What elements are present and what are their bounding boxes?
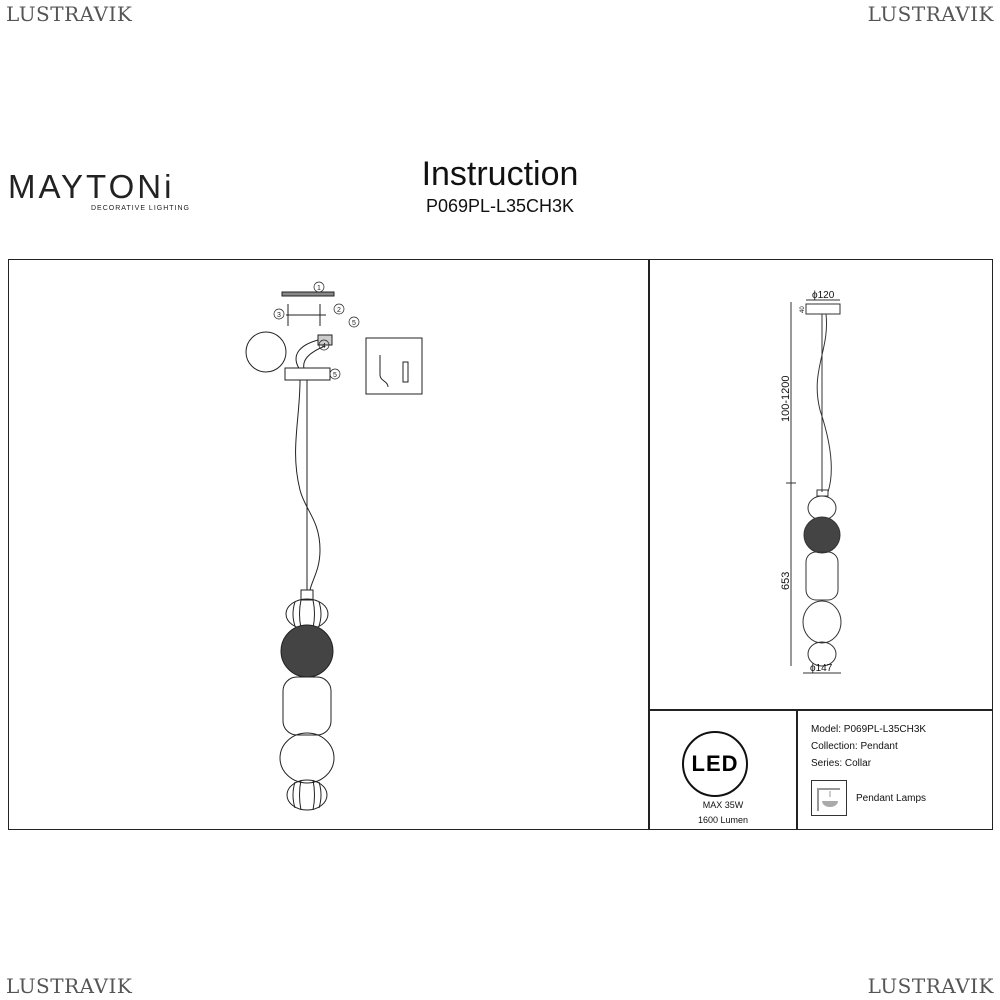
- spec-type: Pendant Lamps: [856, 793, 927, 804]
- ceiling: [281, 291, 335, 297]
- canopy-height: 40: [800, 306, 806, 313]
- led-power: MAX 35W: [702, 800, 744, 810]
- page-title: Instruction: [421, 155, 579, 193]
- step-1: 1: [317, 285, 321, 292]
- watermark-top-left: LUSTRAVIK: [6, 2, 133, 26]
- cord-length: 100-1200: [780, 376, 792, 423]
- divider: [648, 709, 992, 711]
- body-diameter: ϕ147: [810, 663, 833, 674]
- pendant-lamp-icon: [811, 780, 847, 816]
- watermark-bottom-right: LUSTRAVIK: [867, 974, 994, 998]
- brand-logo: MAYTONi: [8, 168, 175, 205]
- spec-collection: Collection: Pendant: [811, 741, 898, 752]
- led-badge: LED: [682, 731, 748, 797]
- svg-text:5: 5: [352, 320, 356, 327]
- spec-series: Series: Collar: [811, 758, 872, 769]
- spec-model: Model: P069PL-L35CH3K: [811, 724, 927, 735]
- svg-text:5: 5: [333, 372, 337, 379]
- led-lumen: 1600 Lumen: [697, 815, 749, 825]
- svg-text:4: 4: [322, 343, 326, 350]
- canopy-diameter: ϕ120: [812, 290, 835, 301]
- brand-tagline: DECORATIVE LIGHTING: [91, 205, 190, 212]
- divider: [648, 260, 650, 829]
- watermark-top-right: LUSTRAVIK: [867, 2, 994, 26]
- body-height: 653: [780, 572, 792, 590]
- svg-text:3: 3: [277, 312, 281, 319]
- assembly-drawing: 1 2 3 4 5 5: [245, 281, 423, 811]
- drawing-frame: [8, 259, 993, 830]
- svg-text:2: 2: [337, 307, 341, 314]
- dimension-drawing: ϕ120 40 100-1200 653 ϕ147: [780, 290, 842, 674]
- model-code: P069PL-L35CH3K: [425, 196, 575, 216]
- divider: [796, 709, 798, 829]
- watermark-bottom-left: LUSTRAVIK: [6, 974, 133, 998]
